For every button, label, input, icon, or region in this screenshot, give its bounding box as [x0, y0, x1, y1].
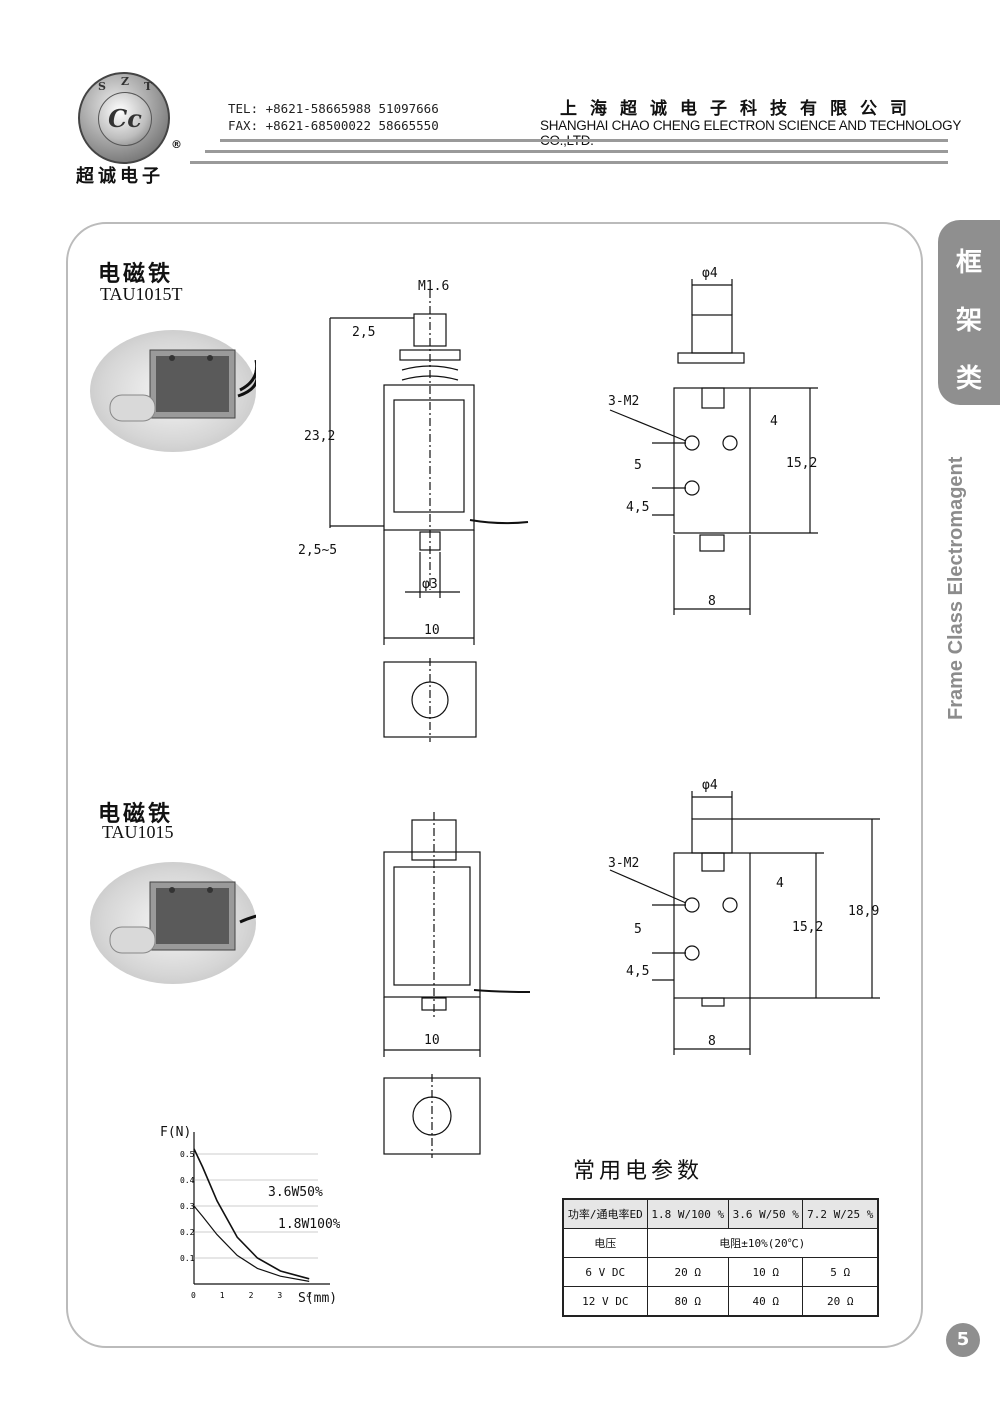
dim-width: 10 [424, 1033, 440, 1048]
product-name-cn: 电磁铁 [98, 802, 174, 827]
front-view-drawing-2: 10 [383, 812, 531, 1158]
product-photo [90, 330, 259, 452]
company-name-cn: 上海超诚电子科技有限公司 [560, 99, 920, 119]
table-cell: 电压 [562, 1228, 648, 1258]
dim-c: 4,5 [626, 964, 649, 979]
curve-label-18w: 1.8W100% [278, 1217, 340, 1232]
table-cell: 20 Ω [802, 1286, 879, 1317]
table-row: 电压 电阻±10%(20℃) [562, 1228, 879, 1258]
product-model: TAU1015T [100, 284, 183, 304]
dim-holes: 3-M2 [608, 856, 639, 871]
tel-line: TEL: +8621-58665988 51097666 [228, 101, 439, 116]
company-logo: S Z T Cc [78, 72, 170, 164]
company-name-en: SHANGHAI CHAO CHENG ELECTRON SCIENCE AND… [540, 118, 961, 148]
brand-name-cn: 超诚电子 [76, 166, 164, 187]
front-view-drawing-1: M1.6 2,5 23,2 2,5~5 φ3 10 [298, 279, 529, 742]
table-cell: 电阻±10%(20℃) [646, 1228, 879, 1258]
x-tick-label: 1 [220, 1291, 225, 1300]
x-tick-label: 3 [277, 1291, 282, 1300]
dim-a: 4 [770, 414, 778, 429]
dim-c: 4,5 [626, 500, 649, 515]
dim-shaft: φ4 [702, 266, 718, 281]
x-tick-label: 2 [249, 1291, 254, 1300]
table-cell: 7.2 W/25 % [802, 1198, 879, 1229]
params-table: 功率/通电率ED 1.8 W/100 % 3.6 W/50 % 7.2 W/25… [562, 1198, 879, 1317]
header-rule [220, 139, 948, 142]
side-view-drawing-2: φ4 3-M2 4 5 4,5 15,2 18,9 8 [608, 778, 880, 1055]
dim-b: 5 [634, 458, 642, 473]
dim-width: 10 [424, 623, 440, 638]
fax-line: FAX: +8621-68500022 58665550 [228, 118, 439, 133]
x-tick-label: 0 [191, 1291, 196, 1300]
dim-thread: M1.6 [418, 279, 449, 294]
category-tab: 框 架 类 [938, 220, 1000, 405]
table-cell: 6 V DC [562, 1257, 648, 1287]
dim-h: 15,2 [786, 456, 817, 471]
dim-w: 8 [708, 594, 716, 609]
dim-plunger: φ3 [422, 577, 438, 592]
dim-stroke: 2,5~5 [298, 543, 337, 558]
category-char: 类 [955, 364, 982, 394]
product-name-cn: 电磁铁 [98, 262, 174, 287]
curve-label-36w: 3.6W50% [268, 1185, 323, 1200]
y-tick-label: 0.5 [180, 1150, 195, 1159]
table-cell: 40 Ω [727, 1286, 804, 1317]
series-line [193, 1148, 310, 1280]
logo-letter: Z [121, 75, 130, 88]
header-rule [205, 150, 948, 153]
logo-letter: T [144, 80, 153, 93]
solenoid-illustration [109, 881, 303, 954]
y-tick-label: 0.3 [180, 1202, 195, 1211]
table-cell: 1.8 W/100 % [646, 1198, 729, 1229]
table-cell: 80 Ω [646, 1286, 729, 1317]
dim-w: 8 [708, 1034, 716, 1049]
table-row: 功率/通电率ED 1.8 W/100 % 3.6 W/50 % 7.2 W/25… [562, 1198, 879, 1229]
category-en: Frame Class Electromagent [945, 456, 967, 720]
category-char: 框 [955, 248, 982, 278]
registered-mark: ® [171, 138, 182, 151]
chart-xlabel: S(mm) [298, 1291, 337, 1306]
content-frame [66, 222, 923, 1348]
table-cell: 功率/通电率ED [562, 1198, 648, 1229]
table-row: 6 V DC 20 Ω 10 Ω 5 Ω [562, 1257, 879, 1287]
page-number: 5 [946, 1323, 980, 1357]
dim-b: 5 [634, 922, 642, 937]
header-rule [190, 161, 948, 164]
logo-letter: S [98, 80, 106, 93]
dim-total: 18,9 [848, 904, 879, 919]
series-line [193, 1205, 310, 1282]
table-cell: 3.6 W/50 % [727, 1198, 804, 1229]
chart-ylabel: F(N) [160, 1125, 191, 1140]
dim-a: 4 [776, 876, 784, 891]
x-tick-label: 4 [306, 1291, 311, 1300]
product-model: TAU1015 [102, 822, 174, 842]
dim-height: 23,2 [304, 429, 335, 444]
dim-h: 15,2 [792, 920, 823, 935]
y-tick-label: 0.2 [180, 1228, 195, 1237]
logo-mark: Cc [98, 92, 152, 146]
y-tick-label: 0.4 [180, 1176, 195, 1185]
side-view-drawing-1: φ4 3-M2 4 5 4,5 15,2 8 [608, 266, 818, 615]
contact-info: TEL: +8621-58665988 51097666 FAX: +8621-… [228, 100, 439, 134]
dim-top: 2,5 [352, 325, 375, 340]
dim-holes: 3-M2 [608, 394, 639, 409]
table-cell: 20 Ω [646, 1257, 729, 1287]
product-photo [90, 862, 303, 984]
solenoid-illustration [109, 349, 259, 422]
table-cell: 10 Ω [727, 1257, 804, 1287]
table-cell: 12 V DC [562, 1286, 648, 1317]
table-row: 12 V DC 80 Ω 40 Ω 20 Ω [562, 1286, 879, 1317]
table-cell: 5 Ω [802, 1257, 879, 1287]
category-char: 架 [955, 306, 982, 336]
params-title: 常用电参数 [573, 1159, 704, 1184]
dim-shaft: φ4 [702, 778, 718, 793]
y-tick-label: 0.1 [180, 1254, 195, 1263]
